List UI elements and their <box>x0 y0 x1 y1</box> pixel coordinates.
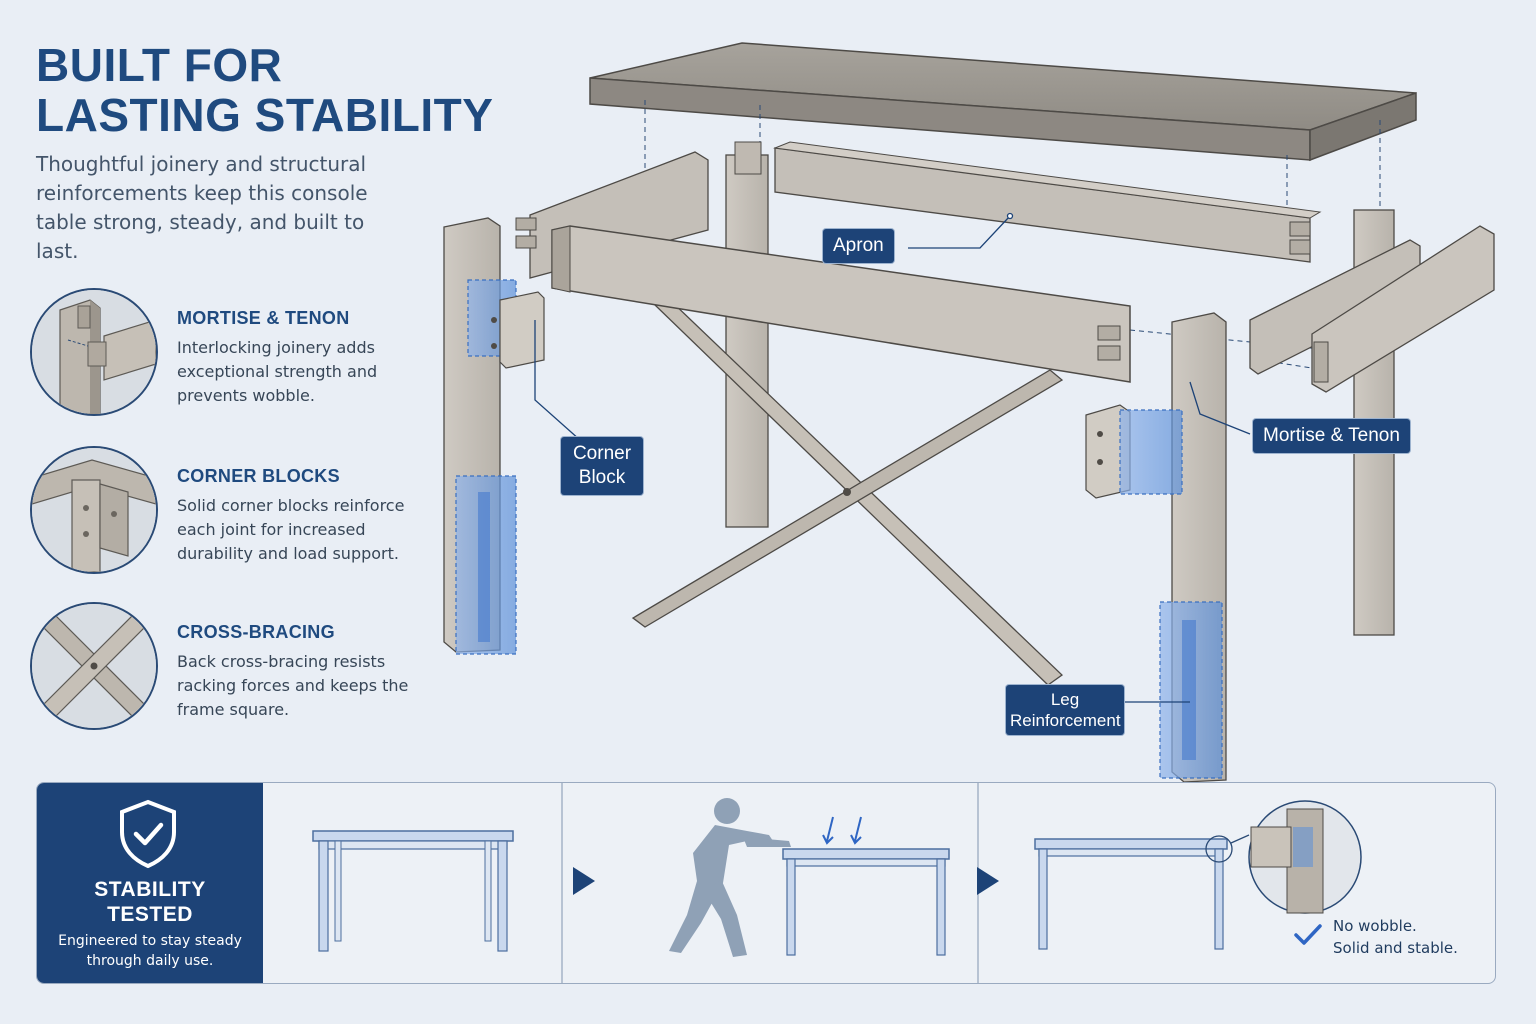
mortise-tenon-icon <box>30 288 158 416</box>
callout-apron: Apron <box>823 229 894 263</box>
arrow-right-icon <box>977 867 999 895</box>
tabletop <box>589 42 1417 162</box>
right-side-aprons <box>1249 225 1495 393</box>
feature-title: CORNER BLOCKS <box>177 466 340 486</box>
badge-title-line-1: STABILITY <box>94 878 206 901</box>
badge-title-line-2: TESTED <box>107 903 193 926</box>
stability-badge: STABILITY TESTED Engineered to stay stea… <box>37 783 263 983</box>
feature-description: Solid corner blocks reinforce each joint… <box>177 496 405 563</box>
result-line-1: No wobble. <box>1333 917 1417 935</box>
feature-title: MORTISE & TENON <box>177 308 350 328</box>
callout-corner-block: Corner Block <box>561 437 643 495</box>
badge-subtitle: Engineered to stay steady through daily … <box>58 933 242 969</box>
title-line-1: BUILT FOR <box>36 39 283 91</box>
feature-corner-blocks: CORNER BLOCKS Solid corner blocks reinfo… <box>30 446 420 576</box>
test-step-result <box>997 783 1495 983</box>
table-outline-icon <box>312 830 514 952</box>
result-line-2: Solid and stable. <box>1333 939 1458 957</box>
table-illustration <box>443 42 1495 783</box>
front-apron <box>551 225 1131 383</box>
panel-divider <box>561 783 563 983</box>
feature-mortise-tenon: MORTISE & TENON Interlocking joinery add… <box>30 288 420 418</box>
feature-cross-bracing: CROSS-BRACING Back cross-bracing resists… <box>30 602 420 732</box>
joint-detail-icon <box>1034 800 1362 950</box>
back-apron <box>773 141 1322 263</box>
page-title: BUILT FOR LASTING STABILITY <box>36 40 493 140</box>
corner-block-left <box>467 279 545 369</box>
check-icon <box>1294 924 1322 945</box>
callout-mortise-tenon: Mortise & Tenon <box>1253 419 1410 453</box>
arrow-right-icon <box>573 867 595 895</box>
stability-test-panel: STABILITY TESTED Engineered to stay stea… <box>36 782 1496 984</box>
test-step-push <box>597 783 977 983</box>
title-line-2: LASTING STABILITY <box>36 89 494 141</box>
corner-block-icon <box>30 446 158 574</box>
test-step-table <box>263 783 561 983</box>
result-text: No wobble. Solid and stable. <box>1333 915 1458 959</box>
intro-text: Thoughtful joinery and structural reinfo… <box>36 152 368 263</box>
shield-check-icon <box>120 799 176 869</box>
badge-title: STABILITY TESTED <box>37 877 263 927</box>
exploded-table-diagram: Apron Corner Block Mortise & Tenon Leg R… <box>430 30 1530 790</box>
corner-block-right <box>1085 404 1183 499</box>
cross-bracing-icon <box>30 602 158 730</box>
feature-title: CROSS-BRACING <box>177 622 335 642</box>
feature-description: Interlocking joinery adds exceptional st… <box>177 338 378 405</box>
feature-description: Back cross-bracing resists racking force… <box>177 652 409 719</box>
front-right-leg <box>1159 312 1227 783</box>
callout-leg-reinforcement: Leg Reinforcement <box>1006 685 1124 735</box>
person-pushing-icon <box>669 798 950 957</box>
back-left-leg <box>725 141 769 528</box>
